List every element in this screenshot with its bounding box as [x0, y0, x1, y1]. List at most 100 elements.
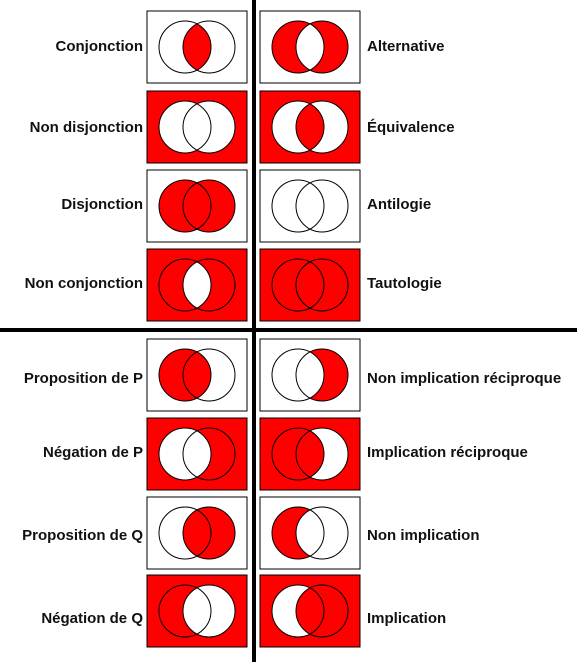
circle-q: [295, 100, 349, 154]
only-q-region: [310, 349, 348, 401]
circle-q: [182, 584, 236, 638]
circle-q: [182, 258, 236, 312]
only-p-region: [272, 349, 310, 401]
only-p-region: [159, 349, 197, 401]
venn-diagram-7: [146, 248, 248, 322]
only-p-region: [159, 101, 197, 153]
circle-p: [158, 179, 212, 233]
diagram-label: Non disjonction: [29, 119, 143, 136]
diagram-label: Implication réciproque: [367, 444, 528, 461]
diagram-label: Disjonction: [61, 196, 143, 213]
circle-q: [182, 100, 236, 154]
venn-diagram-2: [259, 10, 361, 84]
venn-diagram-3: [146, 90, 248, 164]
circle-q: [182, 348, 236, 402]
diagram-label: Implication: [367, 610, 447, 627]
diagram-label: Non conjonction: [24, 275, 143, 292]
only-q-region: [197, 349, 235, 401]
only-q-region: [310, 180, 348, 232]
intersection-region: [296, 182, 325, 230]
only-q-region: [310, 101, 348, 153]
venn-diagram-10: [259, 338, 361, 412]
circle-q: [295, 179, 349, 233]
intersection-region: [183, 103, 212, 151]
only-p-region: [272, 428, 310, 480]
intersection-region: [296, 261, 325, 309]
circle-q: [295, 584, 349, 638]
venn-diagram-5: [146, 169, 248, 243]
circle-p: [158, 20, 212, 74]
only-p-region: [272, 585, 310, 637]
diagram-label: Antilogie: [367, 196, 432, 213]
venn-diagram-16: [259, 574, 361, 648]
diagram-label: Proposition de Q: [22, 527, 143, 544]
only-q-region: [197, 585, 235, 637]
venn-diagram-11: [146, 417, 248, 491]
intersection-region: [183, 182, 212, 230]
circle-q: [182, 427, 236, 481]
circle-p: [271, 506, 325, 560]
only-p-region: [272, 507, 310, 560]
circle-q: [182, 179, 236, 233]
circle-q: [182, 20, 236, 74]
circle-q: [182, 506, 236, 560]
intersection-region: [296, 103, 325, 151]
only-p-region: [272, 180, 310, 232]
intersection-region: [296, 23, 325, 71]
circle-p: [158, 506, 212, 560]
only-q-region: [197, 21, 235, 73]
circle-p: [271, 348, 325, 402]
venn-diagram-8: [259, 248, 361, 322]
only-p-region: [159, 507, 197, 560]
diagram-label: Alternative: [367, 38, 445, 55]
only-q-region: [197, 180, 235, 232]
only-p-region: [272, 259, 310, 311]
diagram-label: Négation de P: [42, 444, 143, 461]
only-q-region: [310, 21, 348, 73]
circle-p: [271, 20, 325, 74]
venn-diagram-4: [259, 90, 361, 164]
only-p-region: [272, 101, 310, 153]
intersection-region: [183, 587, 212, 635]
intersection-region: [183, 23, 212, 71]
only-q-region: [310, 585, 348, 637]
only-q-region: [310, 428, 348, 480]
circle-p: [158, 100, 212, 154]
intersection-region: [183, 351, 212, 399]
only-p-region: [159, 428, 197, 480]
venn-diagram-13: [146, 496, 248, 570]
circle-q: [295, 348, 349, 402]
diagram-label: Non implication réciproque: [367, 370, 562, 387]
circle-p: [271, 584, 325, 638]
venn-diagram-9: [146, 338, 248, 412]
only-p-region: [159, 259, 197, 311]
circle-p: [271, 258, 325, 312]
diagram-label: Équivalence: [367, 119, 455, 136]
diagram-label: Négation de Q: [41, 610, 143, 627]
only-q-region: [197, 101, 235, 153]
only-q-region: [310, 259, 348, 311]
venn-diagram-6: [259, 169, 361, 243]
circle-p: [158, 584, 212, 638]
only-p-region: [159, 585, 197, 637]
circle-q: [295, 258, 349, 312]
diagram-label: Proposition de P: [23, 370, 143, 387]
intersection-region: [183, 261, 212, 309]
only-q-region: [197, 428, 235, 480]
circle-p: [158, 258, 212, 312]
venn-diagram-14: [259, 496, 361, 570]
circle-p: [158, 348, 212, 402]
circle-q: [295, 20, 349, 74]
circle-p: [158, 427, 212, 481]
only-p-region: [159, 180, 197, 232]
only-q-region: [197, 259, 235, 311]
circle-p: [271, 179, 325, 233]
diagram-label: Non implication: [367, 527, 480, 544]
diagram-label: Tautologie: [367, 275, 442, 292]
only-q-region: [310, 507, 348, 559]
intersection-region: [183, 509, 212, 557]
intersection-region: [296, 430, 325, 478]
circle-p: [271, 100, 325, 154]
venn-diagram-15: [146, 574, 248, 648]
